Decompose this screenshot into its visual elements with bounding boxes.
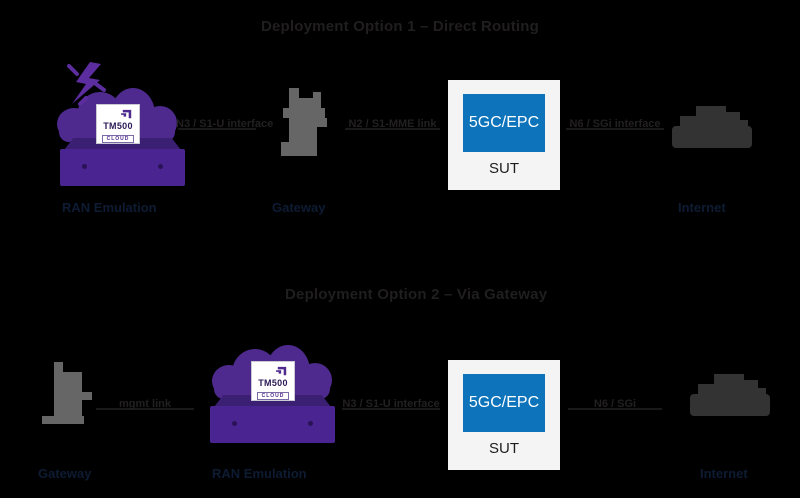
section-title-top: Deployment Option 1 – Direct Routing — [260, 18, 540, 35]
link-label-top-1: N3 / S1-U interface — [176, 118, 274, 130]
link-label-bottom-2: N3 / S1-U interface — [342, 398, 440, 410]
node-gateway-bottom[interactable] — [40, 362, 102, 434]
node-ran-emulation-bottom[interactable]: TM500 CLOUD — [205, 345, 340, 455]
node-label-internet-bottom: Internet — [700, 466, 748, 481]
link-label-bottom-3: N6 / SGi — [593, 398, 637, 410]
sut-caption-bottom: SUT — [489, 439, 519, 457]
sut-box-label-bottom: 5GC/EPC — [463, 373, 545, 432]
node-sut-top[interactable]: 5GC/EPC SUT — [448, 80, 560, 190]
node-label-ran-emulation-top: RAN Emulation — [62, 200, 157, 215]
tm500-cloud-badge[interactable]: TM500 CLOUD — [96, 104, 140, 144]
link-line-top-2 — [345, 128, 440, 130]
node-ran-emulation-top[interactable]: TM500 CLOUD — [55, 60, 190, 190]
tm500-badge-sub: CLOUD — [102, 135, 134, 143]
section-title-bottom: Deployment Option 2 – Via Gateway — [285, 286, 548, 303]
node-label-ran-emulation-bottom: RAN Emulation — [212, 466, 307, 481]
link-line-top-1 — [178, 128, 256, 130]
link-label-top-3: N6 / SGi interface — [569, 118, 661, 130]
node-label-gateway-top: Gateway — [272, 200, 326, 215]
node-internet-bottom[interactable] — [690, 368, 770, 416]
tm500-badge-name: TM500 — [258, 378, 288, 389]
sut-box-label-top: 5GC/EPC — [463, 93, 545, 152]
node-label-gateway-bottom: Gateway — [38, 466, 92, 481]
link-label-top-2: N2 / S1-MME link — [348, 118, 437, 130]
link-line-bottom-2 — [342, 408, 440, 410]
tm500-badge-sub: CLOUD — [257, 392, 289, 400]
server-rack-icon — [60, 138, 185, 186]
tm500-logo-icon — [121, 109, 132, 119]
tm500-cloud-badge[interactable]: TM500 CLOUD — [251, 361, 295, 401]
tm500-badge-name: TM500 — [103, 121, 133, 132]
tm500-logo-icon — [276, 366, 287, 376]
sut-caption-top: SUT — [489, 159, 519, 177]
node-sut-bottom[interactable]: 5GC/EPC SUT — [448, 360, 560, 470]
link-line-bottom-3 — [568, 408, 662, 410]
link-line-top-3 — [566, 128, 664, 130]
server-rack-icon — [210, 395, 335, 443]
lightning-bolt-icon — [67, 62, 106, 106]
node-label-internet-top: Internet — [678, 200, 726, 215]
node-gateway-top[interactable] — [275, 88, 337, 160]
link-label-bottom-1: mgmt link — [119, 398, 171, 410]
node-internet-top[interactable] — [672, 100, 752, 148]
link-line-bottom-1 — [96, 408, 194, 410]
